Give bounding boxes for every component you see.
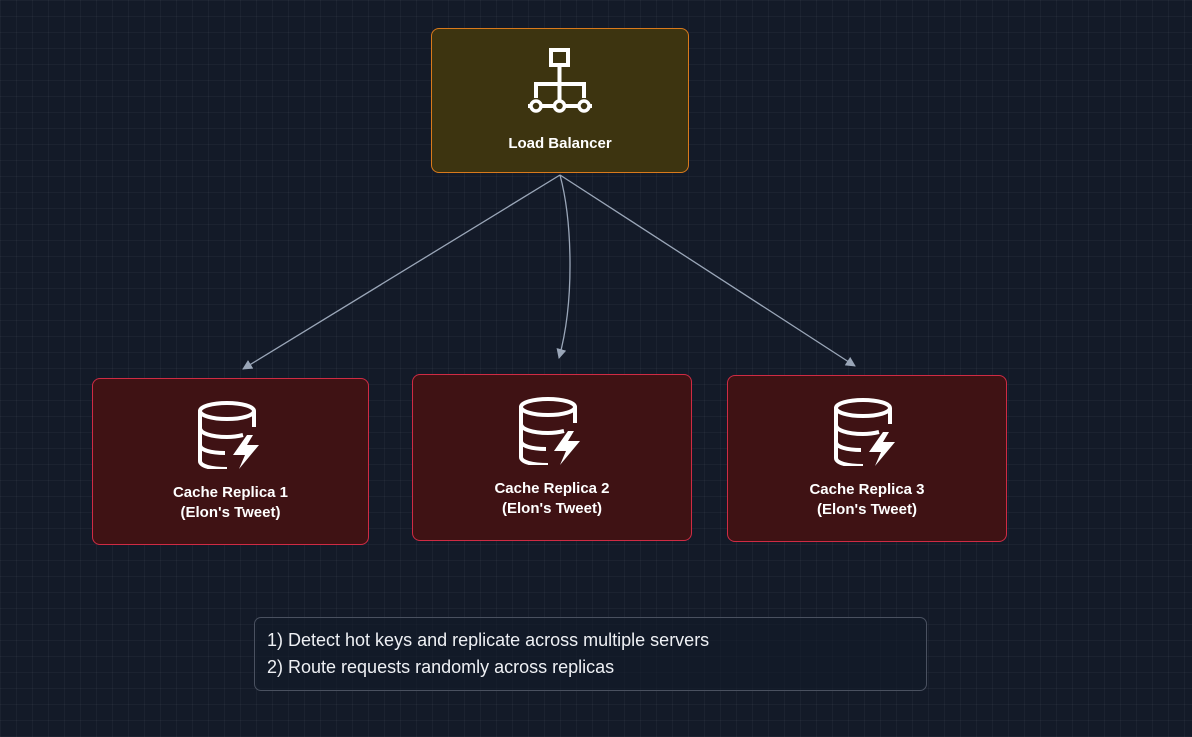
cache-replica-2-subtitle: (Elon's Tweet) — [502, 499, 602, 517]
cache-replica-3-node[interactable]: Cache Replica 3 (Elon's Tweet) — [727, 375, 1007, 542]
cache-replica-1-subtitle: (Elon's Tweet) — [180, 503, 281, 521]
edge-lb-to-cache-3 — [559, 174, 856, 367]
edge-lb-to-cache-1 — [242, 174, 561, 370]
cache-replica-3-subtitle: (Elon's Tweet) — [817, 500, 917, 518]
cache-replica-2-node[interactable]: Cache Replica 2 (Elon's Tweet) — [412, 374, 692, 541]
cache-replica-1-node[interactable]: Cache Replica 1 (Elon's Tweet) — [92, 378, 369, 545]
cache-replica-2-title: Cache Replica 2 — [494, 479, 610, 497]
load-balancer-node[interactable]: Load Balancer — [431, 28, 689, 173]
cache-replica-3-title: Cache Replica 3 — [809, 480, 925, 498]
load-balancer-label: Load Balancer — [508, 134, 612, 152]
edge-lb-to-cache-2 — [556, 174, 571, 359]
note-box[interactable]: 1) Detect hot keys and replicate across … — [254, 617, 927, 691]
note-line-1: 1) Detect hot keys and replicate across … — [267, 630, 710, 650]
cache-replica-1-title: Cache Replica 1 — [172, 483, 289, 501]
database-bolt-icon — [834, 397, 895, 466]
network-hierarchy-icon — [528, 47, 592, 113]
database-bolt-icon — [519, 396, 580, 465]
note-line-2: 2) Route requests randomly across replic… — [267, 657, 615, 677]
database-bolt-icon — [197, 400, 259, 469]
